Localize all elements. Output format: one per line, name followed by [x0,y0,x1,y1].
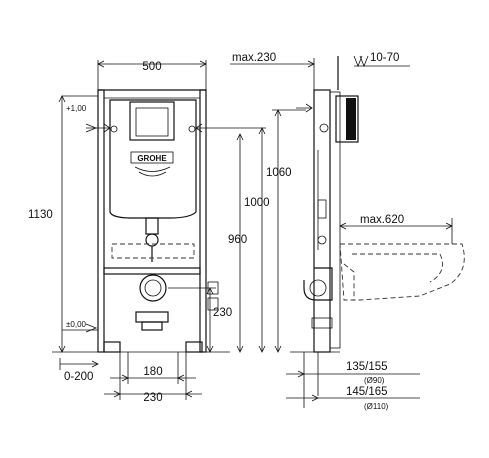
label-135-155: 135/155 [346,361,388,373]
label-500: 500 [142,61,161,73]
front-view: GROHE [52,89,230,353]
drain-outlet [139,274,167,302]
label-max-620: max.620 [360,214,404,226]
label-230-height: 230 [213,307,232,319]
cistern-body [109,99,197,219]
label-top-offset: +1,00 [66,104,87,113]
grohe-logo: GROHE [130,151,174,177]
label-960: 960 [228,234,247,246]
label-1060: 1060 [266,167,292,179]
label-d90: (Ø90) [364,376,385,385]
flush-plate-opening [129,101,175,141]
dimension-lines [58,58,453,408]
label-floor-offset: ±0,00 [66,320,87,329]
dimension-labels: 500 +1,00 ±0,00 1130 1060 1000 960 230 0… [28,52,404,411]
frame-left-post [97,89,105,353]
label-max-230: max.230 [232,52,276,64]
label-230-width: 230 [143,392,162,404]
label-145-165: 145/165 [346,386,388,398]
svg-text:GROHE: GROHE [137,154,167,163]
label-d110: (Ø110) [364,402,389,411]
label-1130: 1130 [28,209,53,221]
label-0-200: 0-200 [64,371,93,383]
frame-right-post [199,89,207,353]
label-1000: 1000 [244,197,270,209]
side-view [290,55,465,353]
label-10-70: 10-70 [370,52,399,64]
label-180: 180 [143,366,162,378]
